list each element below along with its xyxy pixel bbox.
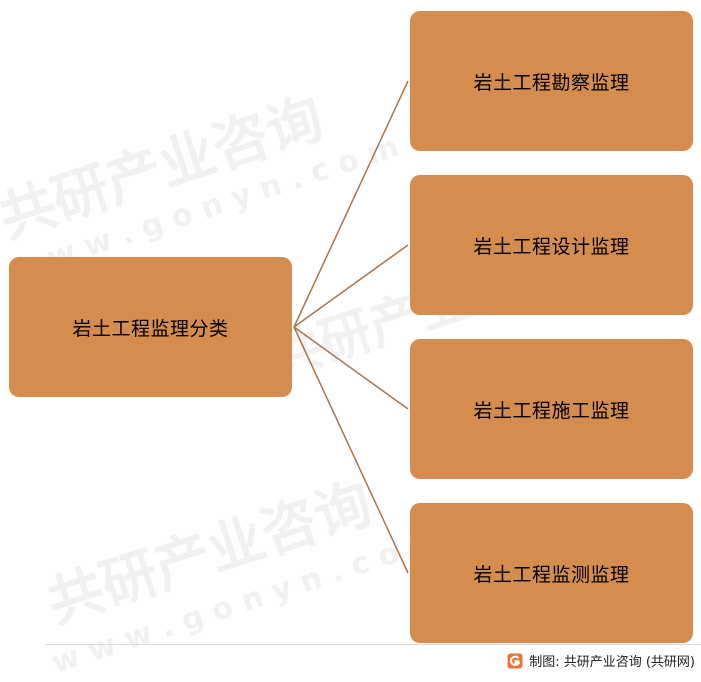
footer-divider bbox=[45, 644, 701, 645]
footer-source-text: 制图: 共研产业咨询 (共研网) bbox=[529, 655, 695, 670]
root-node-label: 岩土工程监理分类 bbox=[72, 317, 229, 340]
child-node-survey: 岩土工程勘察监理 bbox=[410, 11, 693, 151]
gonyn-logo-icon bbox=[507, 653, 523, 668]
connector-line-0 bbox=[293, 80, 409, 328]
child-node-label: 岩土工程设计监理 bbox=[473, 235, 630, 258]
connector-line-1 bbox=[293, 244, 409, 328]
child-node-construction: 岩土工程施工监理 bbox=[410, 339, 693, 479]
child-node-label: 岩土工程勘察监理 bbox=[473, 71, 630, 94]
child-node-label: 岩土工程监测监理 bbox=[473, 563, 630, 586]
root-node: 岩土工程监理分类 bbox=[9, 257, 292, 397]
child-node-label: 岩土工程施工监理 bbox=[473, 399, 630, 422]
footer-source: 制图: 共研产业咨询 (共研网) bbox=[507, 651, 695, 670]
connector-line-2 bbox=[293, 326, 409, 410]
child-node-design: 岩土工程设计监理 bbox=[410, 175, 693, 315]
child-node-monitoring: 岩土工程监测监理 bbox=[410, 503, 693, 643]
connector-line-3 bbox=[293, 326, 409, 574]
